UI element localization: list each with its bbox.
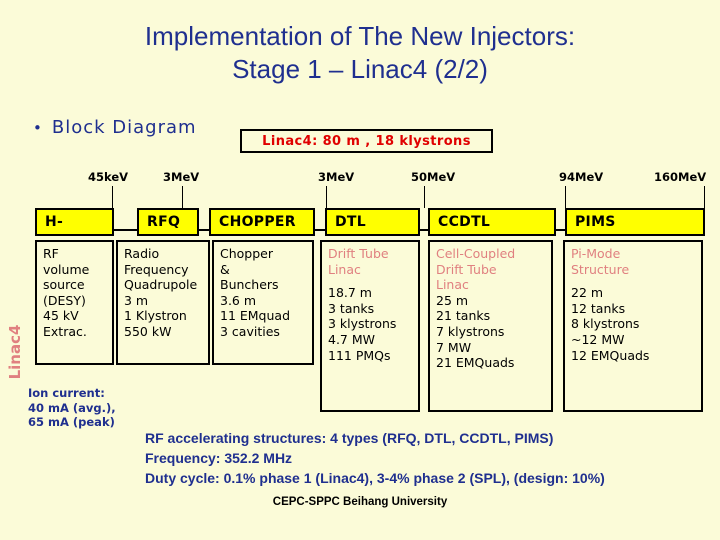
energy-tick-mark xyxy=(565,186,566,208)
energy-tick-mark xyxy=(182,186,183,208)
description-line: 11 EMquad xyxy=(220,308,291,324)
description-line: Extrac. xyxy=(43,323,87,339)
rf-notes: RF accelerating structures: 4 types (RFQ… xyxy=(145,428,605,488)
block-label: PIMS xyxy=(575,214,616,230)
description-line: 3 tanks xyxy=(328,300,375,316)
description-line: 8 klystrons xyxy=(571,316,640,332)
description-line: 22 m xyxy=(571,285,604,301)
block-connector xyxy=(114,229,137,231)
description-line: Quadrupole xyxy=(124,277,198,293)
block-diagram-row: H- RFQ CHOPPER DTL CCDTL PIMS xyxy=(0,208,720,236)
title-line-2: Stage 1 – Linac4 (2/2) xyxy=(232,54,488,84)
description-heading-line: Linac xyxy=(436,277,469,293)
description-heading-line: Cell-Coupled xyxy=(436,246,516,261)
description-line: 4.7 MW xyxy=(328,331,375,347)
description-line: 45 kV xyxy=(43,308,79,324)
energy-label: 160MeV xyxy=(654,170,707,184)
description-heading-line: Drift Tube xyxy=(328,246,389,261)
description-line: Radio xyxy=(124,246,160,261)
energy-label: 3MeV xyxy=(163,170,200,184)
ion-current-line-3: 65 mA (peak) xyxy=(28,415,115,429)
block-label: CCDTL xyxy=(438,214,491,230)
block-label: DTL xyxy=(335,214,366,230)
block-dtl[interactable]: DTL xyxy=(325,208,420,236)
block-connector xyxy=(556,229,565,231)
description-spacer xyxy=(328,277,418,285)
block-ccdtl[interactable]: CCDTL xyxy=(428,208,556,236)
description-heading-line: Structure xyxy=(571,261,630,277)
description-line: Chopper xyxy=(220,246,273,261)
bullet-label: Block Diagram xyxy=(51,117,197,138)
energy-tick-mark xyxy=(326,186,327,208)
ion-current-line-2: 40 mA (avg.), xyxy=(28,400,116,415)
description-line: 12 EMQuads xyxy=(571,347,650,363)
ion-current-line-1: Ion current: xyxy=(28,386,105,400)
rf-notes-line-2: Frequency: 352.2 MHz xyxy=(145,450,293,466)
description-line: 7 MW xyxy=(436,339,472,355)
bullet-dot-icon: • xyxy=(33,119,43,137)
description-line: 3 cavities xyxy=(220,323,280,339)
title-line-1: Implementation of The New Injectors: xyxy=(144,21,576,51)
description-spacer xyxy=(571,277,701,285)
description-line: 25 m xyxy=(436,292,469,308)
linac4-callout-box: Linac4: 80 m , 18 klystrons xyxy=(240,129,493,153)
energy-tick-mark xyxy=(424,186,425,208)
page-title: Implementation of The New Injectors: Sta… xyxy=(0,20,720,86)
block-connector xyxy=(199,229,209,231)
energy-tick-mark xyxy=(112,186,113,208)
block-connector xyxy=(420,229,428,231)
slide-footer: CEPC-SPPC Beihang University xyxy=(272,496,448,508)
block-pims[interactable]: PIMS xyxy=(565,208,705,236)
block-diagram-bullet: • Block Diagram xyxy=(33,117,197,138)
description-line: Frequency xyxy=(124,261,189,277)
block-label: CHOPPER xyxy=(219,214,296,230)
description-line: (DESY) xyxy=(43,292,86,308)
block-label: RFQ xyxy=(147,214,181,230)
description-line: RF xyxy=(43,246,59,261)
description-heading-line: Linac xyxy=(328,261,361,277)
energy-tick-mark xyxy=(704,186,705,208)
block-connector xyxy=(315,229,325,231)
description-heading-line: Drift Tube xyxy=(436,261,497,277)
energy-label: 50MeV xyxy=(411,170,456,184)
description-line: 3 m xyxy=(124,292,149,308)
description-line: 550 kW xyxy=(124,323,172,339)
block-h-[interactable]: H- xyxy=(35,208,114,236)
energy-label: 45keV xyxy=(88,170,129,184)
block-label: H- xyxy=(45,214,64,230)
linac4-callout-text: Linac4: 80 m , 18 klystrons xyxy=(262,133,471,149)
description-line: Bunchers xyxy=(220,277,279,293)
rf-notes-line-3: Duty cycle: 0.1% phase 1 (Linac4), 3-4% … xyxy=(145,470,605,486)
description-line: 1 Klystron xyxy=(124,308,187,324)
linac4-side-label: Linac4 xyxy=(6,324,24,380)
description-line: 7 klystrons xyxy=(436,323,505,339)
description-line: 18.7 m xyxy=(328,285,372,301)
description-line: 12 tanks xyxy=(571,300,626,316)
description-line: & xyxy=(220,261,230,277)
description-line: volume xyxy=(43,261,90,277)
description-heading-line: Pi-Mode xyxy=(571,246,621,261)
energy-label: 94MeV xyxy=(559,170,604,184)
description-line: 21 EMQuads xyxy=(436,355,515,371)
energy-label: 3MeV xyxy=(318,170,355,184)
description-line: 3.6 m xyxy=(220,292,257,308)
block-rfq[interactable]: RFQ xyxy=(137,208,199,236)
description-line: 3 klystrons xyxy=(328,316,397,332)
rf-notes-line-1: RF accelerating structures: 4 types (RFQ… xyxy=(145,430,554,446)
ion-current-note: Ion current: 40 mA (avg.), 65 mA (peak) xyxy=(28,386,116,430)
description-line: ~12 MW xyxy=(571,331,625,347)
description-line: 21 tanks xyxy=(436,308,491,324)
description-line: source xyxy=(43,277,85,293)
block-chopper[interactable]: CHOPPER xyxy=(209,208,315,236)
description-line: 111 PMQs xyxy=(328,347,391,363)
